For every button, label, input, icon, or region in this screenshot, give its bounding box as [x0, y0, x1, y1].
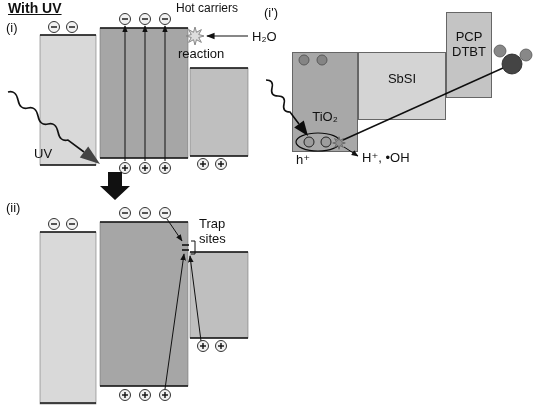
band-edge [190, 337, 248, 339]
diagram-title: With UV [8, 1, 62, 16]
band-left [40, 232, 96, 404]
trap-arrow [167, 219, 182, 241]
band-right [190, 68, 248, 156]
excitation-arrow [165, 26, 166, 161]
reaction-star [186, 27, 204, 45]
step-arrow [100, 172, 130, 200]
band-edge [40, 231, 96, 233]
electron-symbol [140, 14, 151, 25]
excitation-arrow [125, 26, 126, 161]
hole-symbol [160, 163, 171, 174]
panel-ii [40, 208, 248, 405]
electron-symbol [67, 219, 78, 230]
electron-symbol [140, 208, 151, 219]
hydrogen-atom [520, 49, 532, 61]
uv-wave [8, 92, 84, 152]
oxygen-atom [502, 54, 522, 74]
material-band: PCP DTBT [446, 12, 492, 98]
node-text: PCP DTBT [447, 29, 491, 59]
panel-i-prime [266, 45, 532, 156]
band-edge [190, 251, 248, 253]
band-edge [190, 67, 248, 69]
band-edge [100, 221, 188, 223]
annotation: UV [34, 146, 52, 161]
material-band: SbSI [358, 52, 446, 120]
electron-symbol [120, 14, 131, 25]
hole-symbol [160, 390, 171, 401]
electron-symbol [120, 208, 131, 219]
band-middle [100, 222, 188, 386]
panel-label: (i') [264, 5, 278, 20]
material-band: TiO₂ [292, 52, 358, 152]
uv-arrowhead [80, 146, 100, 164]
hole-symbol [198, 159, 209, 170]
hole-symbol [120, 163, 131, 174]
hole-symbol [216, 159, 227, 170]
hole-symbol [140, 163, 151, 174]
annotation: Hot carriers [176, 1, 238, 16]
electron-symbol [160, 208, 171, 219]
band-edge [40, 34, 96, 36]
hole-symbol [120, 390, 131, 401]
band-edge [190, 155, 248, 157]
electron-symbol [49, 22, 60, 33]
band-left [40, 35, 96, 165]
band-edge [100, 27, 188, 29]
band-middle [100, 28, 188, 158]
water-arrow [207, 35, 248, 36]
hole-symbol [216, 341, 227, 352]
annotation: Trap sites [199, 216, 241, 246]
panel-label: (ii) [6, 200, 20, 215]
hole-symbol [140, 390, 151, 401]
trap-arrow [190, 256, 201, 341]
trap-arrow [165, 254, 184, 389]
band-edge [40, 402, 96, 404]
charge-label: h⁺ [296, 152, 310, 167]
trap-level [182, 249, 189, 251]
excitation-arrow [145, 26, 146, 161]
molecule-label: H₂O [252, 29, 277, 44]
annotation: reaction [178, 46, 224, 61]
electron-symbol [49, 219, 60, 230]
trap-bracket [191, 241, 195, 254]
electron-symbol [160, 14, 171, 25]
hydrogen-atom [494, 45, 506, 57]
trap-level [182, 244, 189, 246]
node-text: TiO₂ [293, 109, 357, 124]
band-edge [100, 157, 188, 159]
panel-i [8, 14, 248, 174]
electron-symbol [67, 22, 78, 33]
band-edge [100, 385, 188, 387]
product-label: H⁺, •OH [362, 150, 410, 165]
hole-symbol [198, 341, 209, 352]
panel-label: (i) [6, 20, 18, 35]
band-edge [40, 164, 96, 166]
node-text: SbSI [359, 71, 445, 86]
